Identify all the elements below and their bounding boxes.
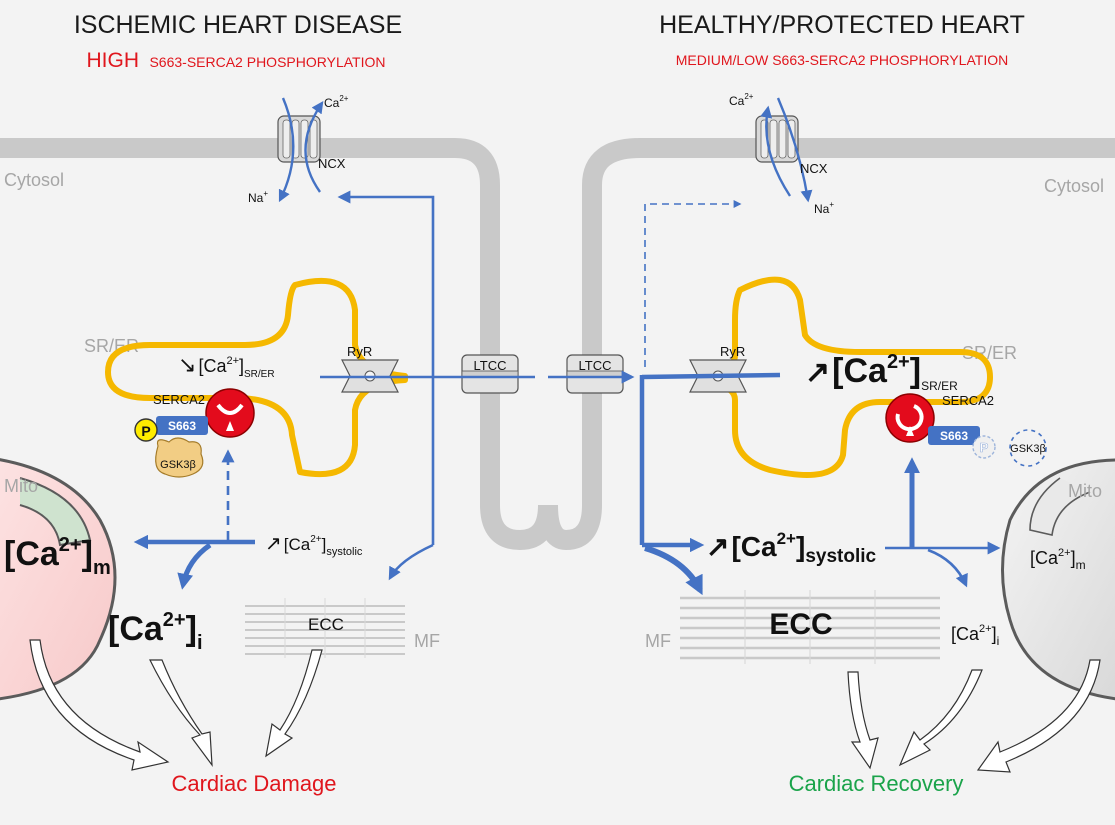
- right-s663-tag: [928, 426, 980, 445]
- left-panel: ISCHEMIC HEART DISEASE HIGH S663-SERCA2 …: [0, 11, 535, 796]
- right-ecc-label: ECC: [769, 608, 832, 641]
- left-ca-systolic-label: ↗[Ca2+]systolic: [265, 533, 363, 558]
- serca-pump-icon: [205, 388, 255, 438]
- right-serca-label: SERCA2: [942, 393, 994, 408]
- right-ca-m-label: [Ca2+]m: [1030, 547, 1086, 572]
- right-serca-group: SERCA2 S663 P GSK3β: [885, 393, 1047, 467]
- left-phospho-icon: [134, 418, 158, 442]
- right-ca-sr-label: ↗[Ca2+]SR/ER: [805, 351, 958, 393]
- right-to-ncx-flux: [644, 200, 742, 367]
- left-gsk-label: GSK3β: [160, 459, 196, 471]
- left-to-ecc-flux: [388, 543, 434, 581]
- right-ltcc-to-ryr-flux: [641, 372, 781, 380]
- left-outcome-arrows: [29, 639, 323, 771]
- myofilament-icon: [245, 598, 405, 658]
- left-ncx-na-flux: [278, 97, 295, 203]
- right-mito-label: Mito: [1068, 481, 1102, 501]
- serca-pump-icon: [885, 393, 935, 443]
- mitochondrion-icon: [0, 458, 117, 701]
- right-outcome-arrows: [847, 659, 1101, 773]
- right-to-cai-flux: [927, 548, 968, 588]
- left-na-ion-label: Na+: [248, 189, 268, 205]
- right-ryr-label: RyR: [720, 344, 745, 359]
- right-s663-label: S663: [940, 429, 968, 443]
- right-ncx-label: NCX: [800, 161, 828, 176]
- left-subtitle-high: HIGH: [87, 49, 140, 72]
- right-panel: HEALTHY/PROTECTED HEART MEDIUM/LOW S663-…: [548, 11, 1115, 796]
- ncx-exchanger-icon: [277, 115, 321, 163]
- myofilament-icon: [680, 590, 940, 664]
- left-to-ncx-flux: [337, 190, 435, 377]
- left-ca-i-label: [Ca2+]i: [108, 609, 203, 654]
- left-mf-label: MF: [414, 631, 440, 651]
- left-ecc-label: ECC: [308, 615, 344, 634]
- left-ca-m-label: [Ca2+]m: [4, 534, 111, 579]
- mitochondrion-icon: [1001, 458, 1115, 701]
- left-phospho-label: P: [141, 423, 150, 439]
- right-srer-label: SR/ER: [962, 343, 1017, 363]
- right-phospho-label: P: [980, 440, 989, 455]
- right-ltcc-label: LTCC: [579, 358, 612, 373]
- left-s663-label: S663: [168, 419, 196, 433]
- right-title: HEALTHY/PROTECTED HEART: [659, 11, 1025, 39]
- right-subtitle: MEDIUM/LOW S663-SERCA2 PHOSPHORYLATION: [676, 52, 1008, 68]
- left-ncx-group: NCX Ca2+ Na+: [248, 94, 349, 205]
- right-gsk-label: GSK3β: [1010, 443, 1046, 455]
- right-ca-systolic-label: ↗[Ca2+]systolic: [706, 529, 877, 567]
- left-serca-label: SERCA2: [153, 392, 205, 407]
- right-ncx-group: NCX Ca2+ Na+: [729, 92, 834, 216]
- left-ncx-label: NCX: [318, 156, 346, 171]
- right-cytosol-label: Cytosol: [1044, 176, 1104, 196]
- left-outcome-label: Cardiac Damage: [171, 771, 336, 796]
- left-cytosol-label: Cytosol: [4, 170, 64, 190]
- right-phospho-icon: [972, 435, 996, 459]
- left-serca-group: SERCA2 S663 P GSK3β: [134, 388, 255, 478]
- left-subtitle-rest: S663-SERCA2 PHOSPHORYLATION: [149, 54, 385, 70]
- right-to-ecc-flux: [644, 545, 703, 596]
- left-ltcc-label: LTCC: [474, 358, 507, 373]
- right-ca-ion-label: Ca2+: [729, 92, 754, 108]
- left-title: ISCHEMIC HEART DISEASE: [74, 11, 402, 39]
- right-plasma-membrane: [538, 138, 1115, 551]
- ltcc-channel-icon: [461, 354, 519, 394]
- right-na-ion-label: Na+: [814, 200, 834, 216]
- left-plasma-membrane: [0, 138, 558, 551]
- left-s663-tag: [156, 416, 208, 435]
- left-ryr-label: RyR: [347, 344, 372, 359]
- right-outcome-label: Cardiac Recovery: [789, 771, 964, 796]
- right-ca-i-label: [Ca2+]i: [951, 623, 999, 648]
- left-ca-sr-label: ↘[Ca2+]SR/ER: [178, 352, 275, 380]
- right-mf-label: MF: [645, 631, 671, 651]
- left-to-cai-flux: [177, 542, 212, 590]
- left-ncx-ca-flux: [304, 101, 324, 193]
- right-ncx-na-flux: [776, 97, 813, 203]
- ncx-exchanger-icon: [755, 115, 799, 163]
- right-ncx-ca-flux: [760, 105, 792, 197]
- left-subtitle: HIGH S663-SERCA2 PHOSPHORYLATION: [87, 49, 386, 72]
- gsk3b-kinase-icon: [1009, 429, 1047, 467]
- gsk3b-kinase-icon: [155, 437, 204, 478]
- left-mito-label: Mito: [4, 476, 38, 496]
- left-ca-ion-label: Ca2+: [324, 94, 349, 110]
